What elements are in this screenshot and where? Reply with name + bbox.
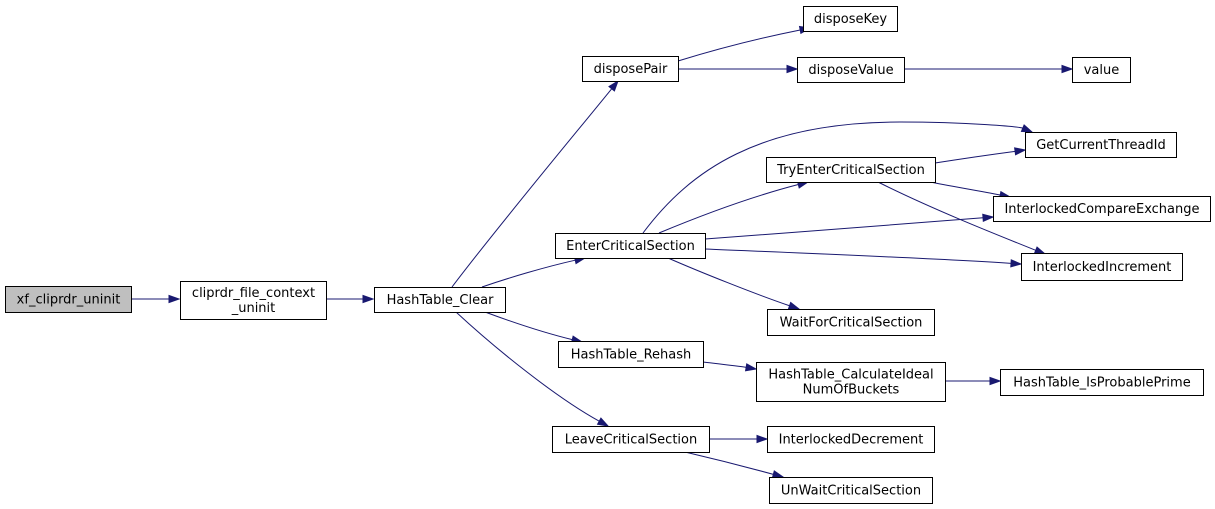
edge-HashTable_Clear-to-LeaveCriticalSection: [455, 311, 600, 422]
node-label: HashTable_CalculateIdeal: [768, 368, 933, 383]
edge-EnterCriticalSection-to-WaitForCriticalSection: [667, 257, 790, 307]
edge-arrowhead: [786, 64, 799, 74]
node-box[interactable]: [552, 426, 710, 453]
edge-arrowhead: [168, 294, 181, 304]
node-label: HashTable_Clear: [387, 293, 495, 308]
node-box[interactable]: [756, 362, 946, 402]
node-label: value: [1084, 63, 1120, 78]
node-TryEnterCriticalSection[interactable]: TryEnterCriticalSection: [766, 157, 936, 183]
edge-arrowhead: [362, 294, 375, 304]
edge-arrowhead: [1010, 259, 1023, 268]
edge-arrowhead: [771, 470, 785, 479]
node-box[interactable]: [5, 286, 132, 313]
node-InterlockedCompareExchange[interactable]: InterlockedCompareExchange: [993, 196, 1211, 222]
node-InterlockedDecrement[interactable]: InterlockedDecrement: [767, 426, 935, 453]
node-InterlockedIncrement[interactable]: InterlockedIncrement: [1021, 253, 1183, 281]
node-box[interactable]: [180, 281, 327, 320]
node-label: disposeKey: [814, 12, 887, 27]
node-box[interactable]: [797, 57, 905, 83]
node-HashTable_IsProbablePrime[interactable]: HashTable_IsProbablePrime: [1000, 369, 1204, 396]
edge-arrowhead: [1020, 124, 1034, 133]
edge-HashTable_Clear-to-EnterCriticalSection: [481, 259, 576, 288]
edge-EnterCriticalSection-to-TryEnterCriticalSection: [658, 184, 799, 234]
edge-arrowhead: [989, 376, 1002, 386]
nodes-layer: xf_cliprdr_uninit cliprdr_file_context_un…: [5, 6, 1211, 504]
node-box[interactable]: [767, 426, 935, 453]
node-label: TryEnterCriticalSection: [776, 163, 925, 178]
node-box[interactable]: [766, 157, 936, 183]
node-label: disposeValue: [808, 63, 893, 78]
node-box[interactable]: [803, 6, 898, 32]
node-label: HashTable_Rehash: [571, 348, 692, 363]
edge-TryEnterCriticalSection-to-GetCurrentThreadId: [934, 150, 1016, 164]
node-label: cliprdr_file_context: [192, 286, 315, 301]
node-cliprdr_file_context_uninit[interactable]: cliprdr_file_context_uninit: [180, 281, 327, 320]
edge-LeaveCriticalSection-to-UnWaitCriticalSection: [684, 451, 774, 475]
node-HashTable_Clear[interactable]: HashTable_Clear: [374, 287, 506, 313]
node-label: _uninit: [231, 301, 276, 316]
edge-EnterCriticalSection-to-GetCurrentThreadId: [642, 121, 1023, 234]
node-box[interactable]: [1025, 132, 1177, 158]
node-EnterCriticalSection[interactable]: EnterCriticalSection: [555, 233, 706, 259]
node-box[interactable]: [993, 196, 1211, 222]
edge-arrowhead: [1061, 64, 1074, 74]
node-GetCurrentThreadId[interactable]: GetCurrentThreadId: [1025, 132, 1177, 158]
node-label: NumOfBuckets: [803, 383, 900, 398]
node-box[interactable]: [1021, 253, 1183, 281]
edge-arrowhead: [787, 301, 801, 310]
edge-arrowhead: [756, 434, 769, 444]
edge-arrowhead: [608, 79, 619, 92]
node-WaitForCriticalSection[interactable]: WaitForCriticalSection: [767, 309, 935, 336]
node-UnWaitCriticalSection[interactable]: UnWaitCriticalSection: [769, 477, 933, 504]
edge-arrowhead: [982, 213, 995, 223]
edge-arrowhead: [744, 363, 758, 372]
node-disposeValue[interactable]: disposeValue: [797, 57, 905, 83]
edge-TryEnterCriticalSection-to-InterlockedCompareExchange: [929, 181, 1001, 196]
node-label: disposePair: [594, 62, 668, 77]
node-box[interactable]: [555, 233, 706, 259]
node-xf_cliprdr_uninit[interactable]: xf_cliprdr_uninit: [5, 286, 132, 313]
node-box[interactable]: [374, 287, 506, 313]
edge-TryEnterCriticalSection-to-InterlockedIncrement: [877, 181, 1036, 251]
edge-HashTable_Clear-to-disposePair: [451, 88, 613, 288]
node-box[interactable]: [558, 341, 704, 368]
node-label: xf_cliprdr_uninit: [17, 293, 121, 308]
node-label: EnterCriticalSection: [566, 239, 695, 254]
node-box[interactable]: [769, 477, 933, 504]
node-label: GetCurrentThreadId: [1036, 138, 1166, 153]
edge-HashTable_Clear-to-HashTable_Rehash: [484, 311, 573, 341]
node-box[interactable]: [1072, 57, 1131, 83]
node-label: InterlockedIncrement: [1033, 260, 1172, 275]
node-label: WaitForCriticalSection: [780, 316, 923, 331]
node-box[interactable]: [767, 309, 935, 336]
edge-EnterCriticalSection-to-InterlockedIncrement: [704, 248, 1012, 264]
node-label: LeaveCriticalSection: [565, 433, 697, 448]
node-label: InterlockedCompareExchange: [1004, 202, 1199, 217]
node-HashTable_Rehash[interactable]: HashTable_Rehash: [558, 341, 704, 368]
edge-arrowhead: [596, 417, 610, 427]
edge-arrowhead: [1014, 147, 1027, 156]
node-label: UnWaitCriticalSection: [781, 484, 921, 499]
edge-EnterCriticalSection-to-InterlockedCompareExchange: [704, 217, 984, 240]
node-label: InterlockedDecrement: [779, 433, 924, 448]
node-value[interactable]: value: [1072, 57, 1131, 83]
node-label: HashTable_IsProbablePrime: [1013, 376, 1190, 391]
node-disposeKey[interactable]: disposeKey: [803, 6, 898, 32]
edge-arrowhead: [1033, 246, 1047, 255]
node-disposePair[interactable]: disposePair: [582, 56, 679, 82]
edge-disposePair-to-disposeKey: [677, 29, 801, 62]
edge-HashTable_Rehash-to-HashTable_CalculateIdealNumOfBuckets: [702, 361, 747, 368]
node-box[interactable]: [1000, 369, 1204, 396]
node-LeaveCriticalSection[interactable]: LeaveCriticalSection: [552, 426, 710, 453]
node-box[interactable]: [582, 56, 679, 82]
